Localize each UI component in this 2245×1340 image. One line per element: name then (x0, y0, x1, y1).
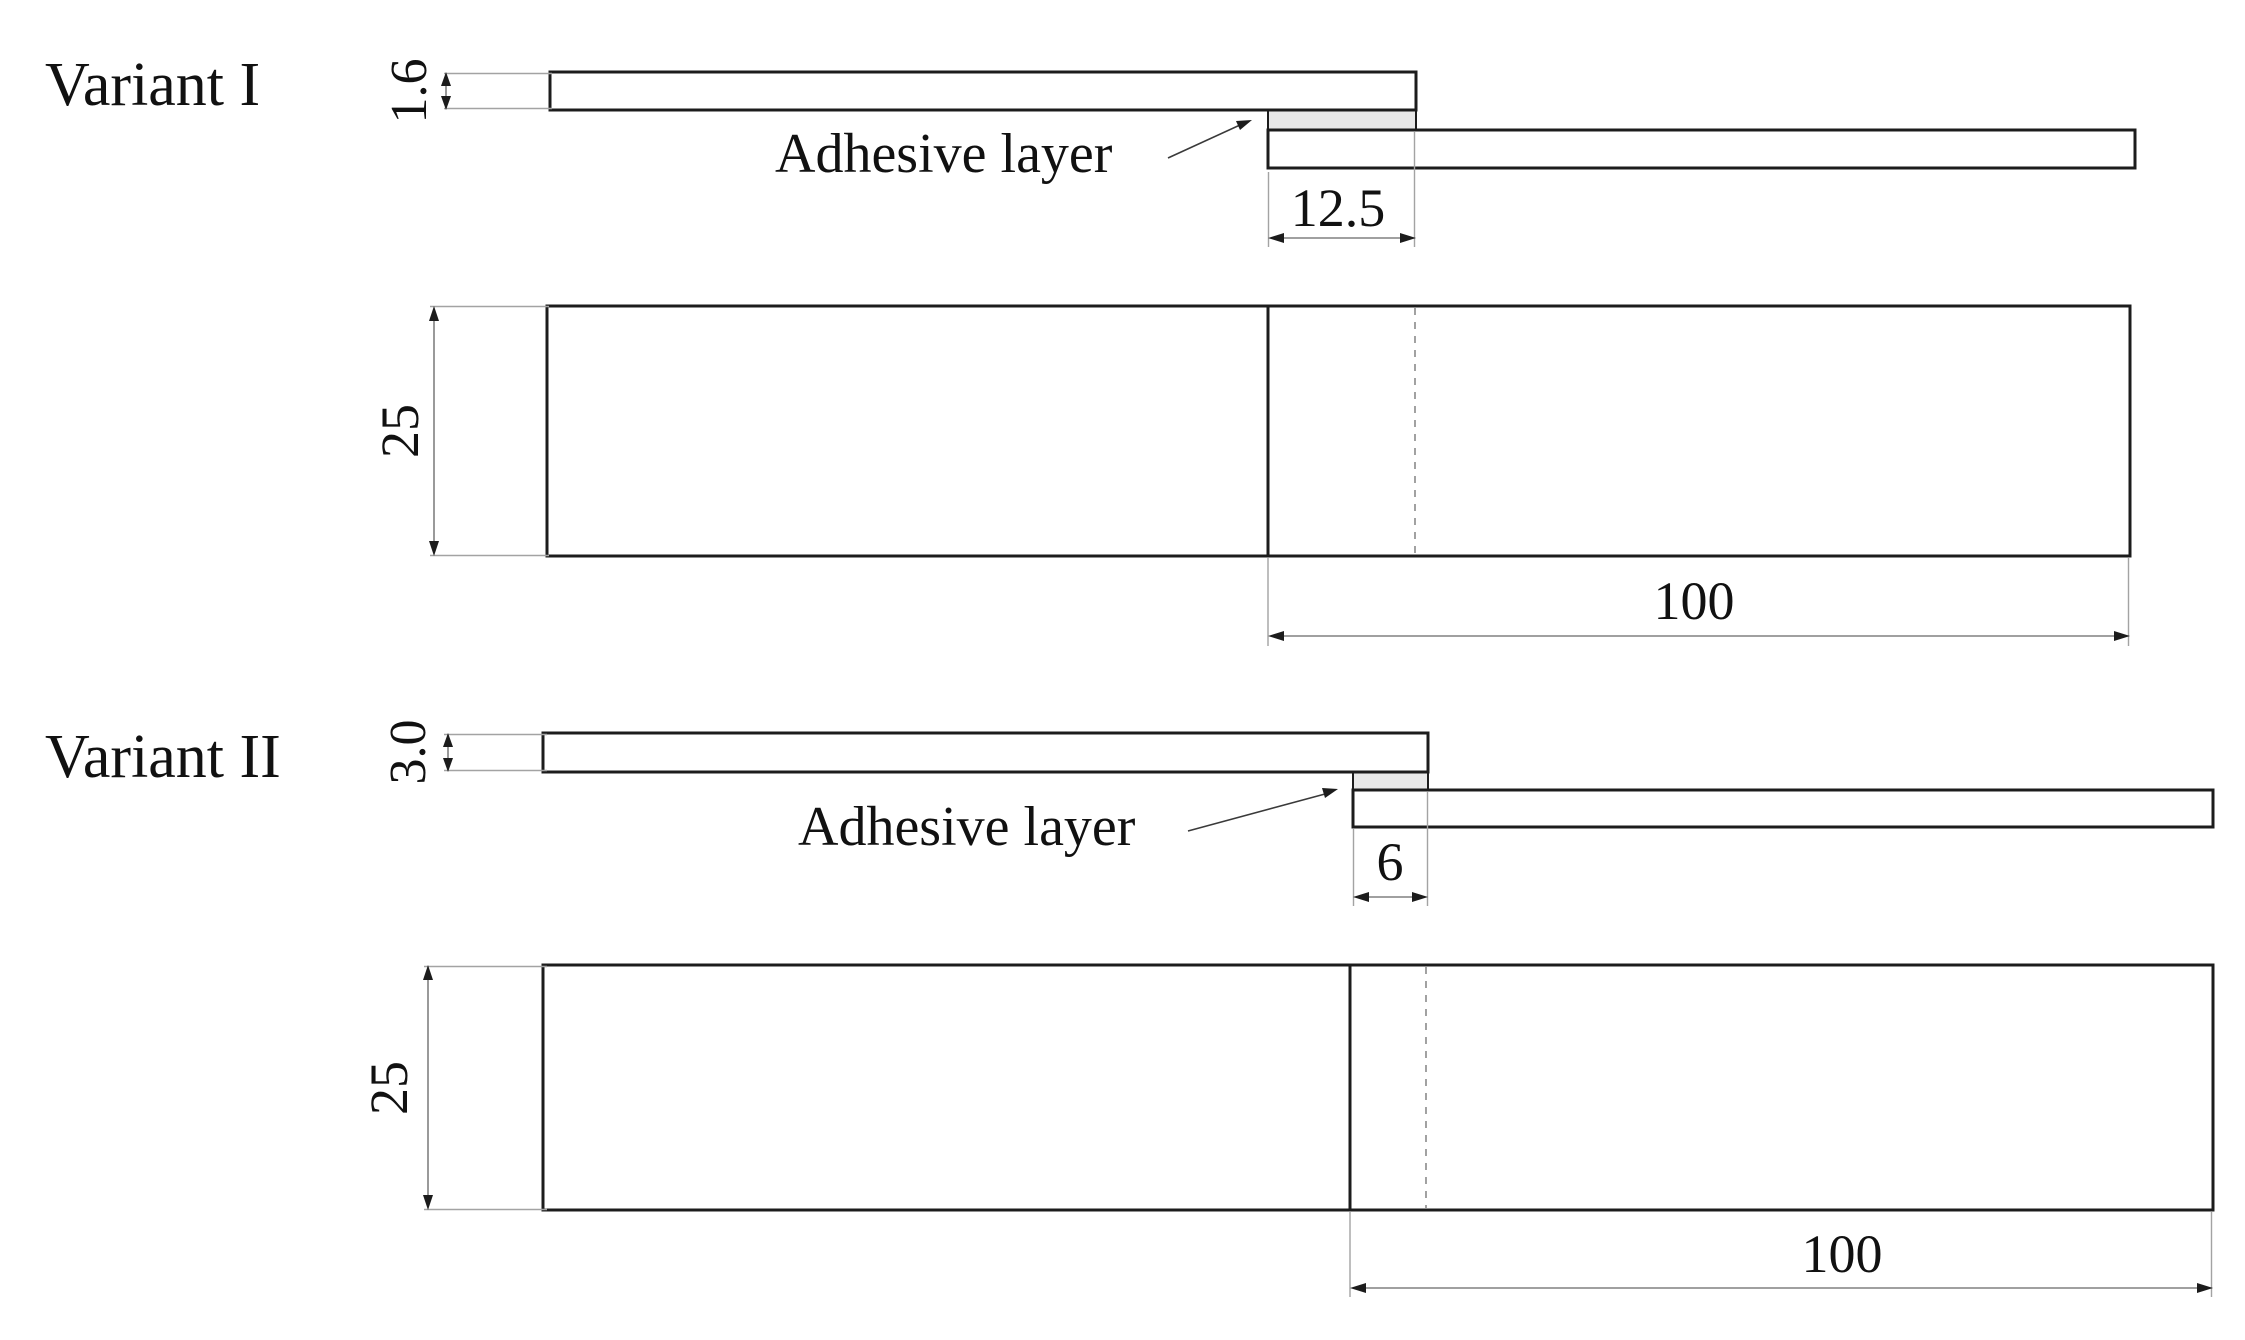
leader-line (1167, 124, 1241, 159)
length-value: 100 (1802, 1224, 1883, 1284)
variant-1-title: Variant I (45, 51, 260, 119)
arrowhead-up (429, 306, 439, 321)
variant-2-length-dimension: 100 (1349, 1212, 2213, 1297)
variant-2-plan-outline (541, 963, 2215, 1212)
variant-2-adhesive-layer (1352, 771, 1429, 791)
arrowhead-right (1412, 892, 1428, 902)
variant-1: Variant I 1.6 Adhesive layer (45, 51, 2137, 646)
variant-1-adhesive-layer (1267, 109, 1417, 131)
leader-arrowhead (1236, 120, 1252, 130)
arrowhead-up (423, 965, 433, 980)
arrowhead-up (441, 72, 451, 86)
arrowhead-left (1268, 631, 1284, 641)
arrowhead-right (1400, 233, 1416, 243)
arrowhead-down (423, 1195, 433, 1210)
arrowhead-left (1353, 892, 1369, 902)
variant-2-upper-adherend (541, 731, 1430, 774)
overlap-value: 6 (1377, 832, 1404, 892)
variant-2-side-view: 3.0 Adhesive layer 6 (380, 720, 2215, 906)
arrowhead-left (1268, 233, 1284, 243)
variant-2-adhesive-callout: Adhesive layer (798, 788, 1338, 858)
leader-arrowhead (1322, 788, 1338, 798)
variant-2-overlap-dimension: 6 (1352, 792, 1429, 906)
adhesive-layer-label: Adhesive layer (798, 796, 1136, 858)
arrowhead-down (441, 96, 451, 110)
variant-1-adhesive-callout: Adhesive layer (775, 120, 1252, 185)
thickness-value: 3.0 (380, 720, 437, 785)
width-value: 25 (370, 404, 430, 458)
arrowhead-right (2197, 1283, 2213, 1293)
variant-2-thickness-dimension: 3.0 (380, 720, 547, 785)
variant-2-plan-view: 25 100 (359, 963, 2215, 1297)
overlap-value: 12.5 (1291, 178, 1386, 238)
variant-1-thickness-dimension: 1.6 (381, 59, 552, 124)
variant-2: Variant II 3.0 Adhesive layer (45, 720, 2215, 1297)
variant-2-lower-adherend (1351, 788, 2215, 829)
arrowhead-left (1350, 1283, 1366, 1293)
length-value: 100 (1654, 571, 1735, 631)
width-value: 25 (359, 1061, 419, 1115)
variant-2-width-dimension: 25 (359, 965, 547, 1211)
variant-1-length-dimension: 100 (1267, 558, 2130, 646)
arrowhead-down (429, 541, 439, 556)
arrowhead-up (443, 733, 453, 747)
arrowhead-down (443, 758, 453, 772)
adhesive-layer-label: Adhesive layer (775, 123, 1113, 185)
variant-1-plan-view: 25 100 (370, 304, 2132, 646)
variant-1-side-view: 1.6 Adhesive layer 12.5 (381, 59, 2137, 247)
variant-1-lower-adherend (1266, 128, 2137, 170)
variant-1-overlap-dimension: 12.5 (1267, 132, 1416, 247)
variant-1-upper-adherend (548, 70, 1418, 112)
variant-1-plan-outline (545, 304, 2132, 558)
leader-line (1187, 793, 1326, 832)
arrowhead-right (2114, 631, 2130, 641)
variant-1-width-dimension: 25 (370, 305, 549, 557)
variant-2-title: Variant II (45, 723, 281, 791)
thickness-value: 1.6 (381, 59, 438, 124)
